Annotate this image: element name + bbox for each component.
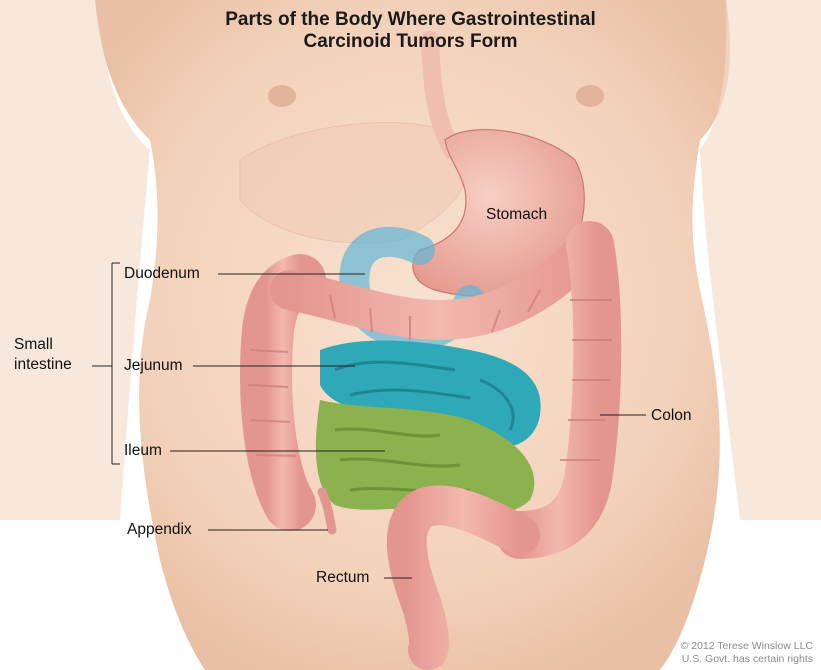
label-small-intestine-line-1: Small (14, 336, 53, 354)
title-line-2: Carcinoid Tumors Form (0, 31, 821, 52)
label-ileum: Ileum (124, 442, 162, 460)
label-stomach: Stomach (486, 206, 547, 224)
copyright-line-2: U.S. Govt. has certain rights (682, 653, 813, 665)
left-nipple (268, 85, 296, 107)
label-duodenum: Duodenum (124, 265, 200, 283)
label-small-intestine-line-2: intestine (14, 356, 72, 374)
right-nipple (576, 85, 604, 107)
copyright-line-1: © 2012 Terese Winslow LLC (681, 640, 813, 652)
label-rectum: Rectum (316, 569, 369, 587)
title-line-1: Parts of the Body Where Gastrointestinal (0, 9, 821, 30)
label-jejunum: Jejunum (124, 357, 183, 375)
label-appendix: Appendix (127, 521, 192, 539)
label-colon: Colon (651, 407, 692, 425)
